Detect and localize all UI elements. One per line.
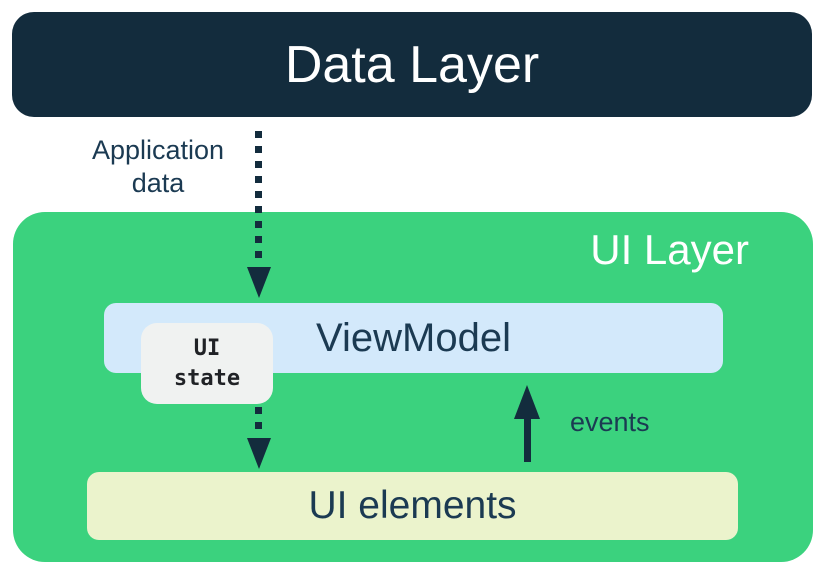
ui-state-badge: UI state bbox=[141, 323, 273, 404]
ui-state-label: UI state bbox=[173, 335, 241, 391]
ui-state-arrowhead-icon bbox=[247, 438, 271, 469]
application-data-label: Application data bbox=[91, 135, 225, 198]
events-arrow-line bbox=[524, 417, 531, 462]
data-layer-box: Data Layer bbox=[12, 12, 812, 117]
ui-layer-label: UI Layer bbox=[590, 226, 749, 273]
ui-elements-label: UI elements bbox=[308, 484, 517, 527]
events-arrowhead-icon bbox=[514, 385, 540, 419]
application-data-arrowhead-icon bbox=[247, 267, 271, 298]
ui-state-arrow-line bbox=[255, 407, 262, 435]
viewmodel-label: ViewModel bbox=[316, 315, 511, 360]
events-label: events bbox=[570, 407, 650, 437]
application-data-arrow-line bbox=[255, 131, 262, 264]
ui-elements-box: UI elements bbox=[87, 472, 738, 540]
data-layer-label: Data Layer bbox=[284, 35, 540, 94]
